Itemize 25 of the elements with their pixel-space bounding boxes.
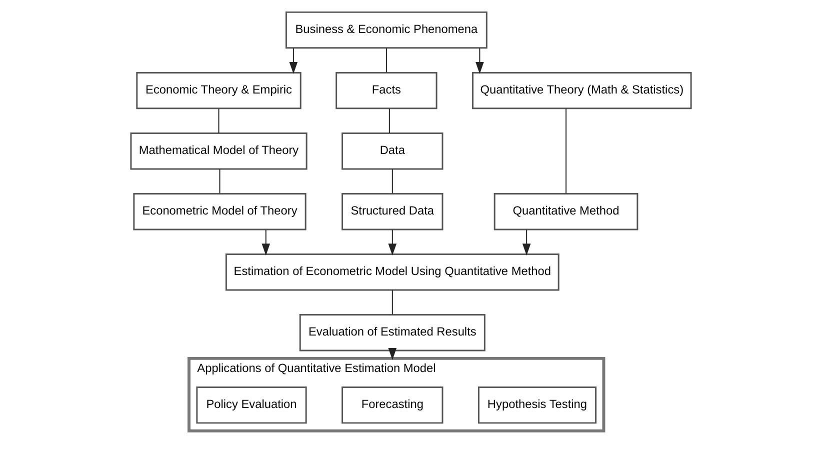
node-box: Data — [341, 132, 443, 170]
arrow — [475, 48, 484, 74]
node-box: Economic Theory & Empiric — [136, 72, 301, 110]
connector — [385, 48, 386, 73]
arrow — [261, 229, 270, 256]
node-box: Structured Data — [341, 193, 443, 230]
connector — [565, 108, 566, 194]
connector — [391, 290, 392, 315]
node-box: Forecasting — [341, 386, 443, 424]
node-box: Business & Economic Phenomena — [285, 11, 487, 49]
connector — [218, 168, 220, 194]
node-box: Quantitative Theory (Math & Statistics) — [472, 72, 692, 110]
connector — [391, 168, 392, 194]
connector — [388, 108, 390, 134]
node-box: Mathematical Model of Theory — [130, 132, 307, 170]
node-box: Hypothesis Testing — [477, 386, 596, 424]
arrow — [522, 229, 530, 256]
node-box: Econometric Model of Theory — [132, 193, 306, 230]
node-box: Facts — [335, 72, 437, 110]
node-box: Quantitative Method — [493, 193, 638, 230]
arrow — [288, 48, 298, 74]
node-box: Estimation of Econometric Model Using Quantitative Method — [224, 254, 559, 291]
arrow — [388, 229, 396, 256]
connector — [218, 108, 219, 134]
node-box: Policy Evaluation — [196, 386, 306, 424]
